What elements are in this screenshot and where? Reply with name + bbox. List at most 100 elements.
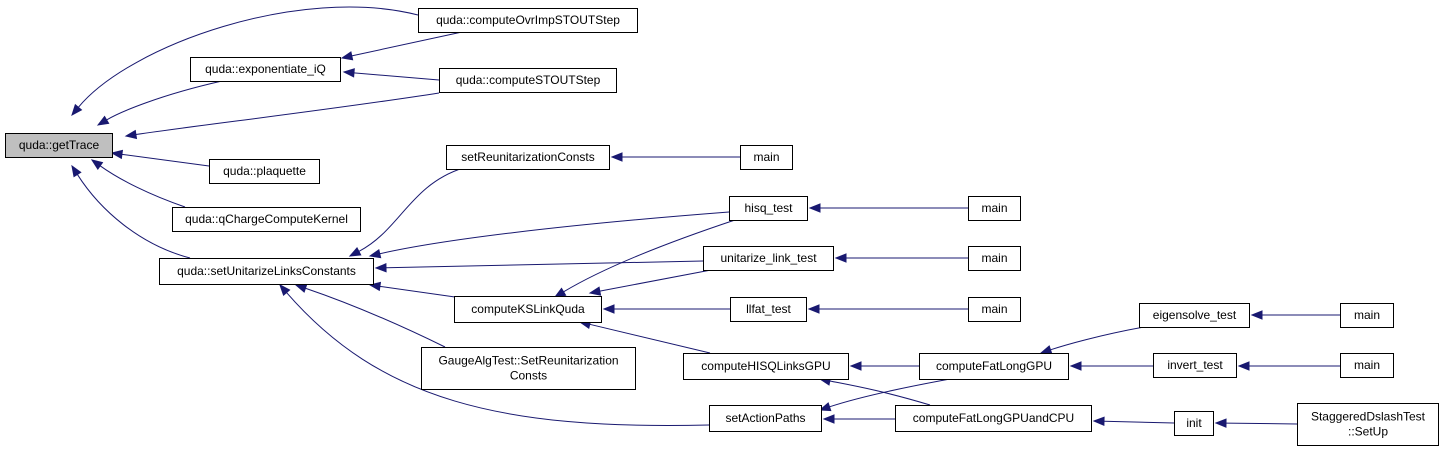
node-label: eigensolve_test [1153,308,1237,322]
edge-line [286,292,710,426]
node-label: main [981,251,1007,265]
node-box [1174,411,1214,436]
node-invert[interactable]: invert_test [1153,353,1237,378]
edge-layer [71,6,1340,428]
edge-setReunit-to-setUnitarize [348,167,464,257]
node-label: computeFatLongGPUandCPU [913,411,1074,425]
node-unitarizeLink[interactable]: unitarize_link_test [703,246,834,271]
node-box [421,347,636,390]
node-label: main [981,302,1007,316]
node-label: setActionPaths [725,411,805,425]
node-init[interactable]: init [1174,411,1214,436]
node-main2[interactable]: main [968,196,1021,221]
edge-gaugeAlg-to-setUnitarize [294,283,446,348]
node-box [172,207,361,232]
edge-line [1103,420,1175,424]
node-staggered[interactable]: StaggeredDslashTest::SetUp [1297,403,1439,446]
edge-line [379,211,730,255]
edge-line [829,378,951,408]
node-setAction[interactable]: setActionPaths [709,405,822,432]
edge-main1-to-setReunit [610,152,740,162]
node-getTrace[interactable]: quda::getTrace [5,133,113,158]
node-box [454,296,602,323]
arrowhead-icon [110,149,124,160]
node-exponentiate[interactable]: quda::exponentiate_iQ [190,57,341,82]
node-box [439,68,617,93]
node-box [209,159,320,184]
node-label: main [1354,358,1380,372]
node-box [683,353,849,380]
node-label: main [981,201,1007,215]
arrowhead-icon [1092,416,1105,426]
edge-line [77,6,419,108]
node-box [1139,303,1250,328]
node-label: quda::plaquette [223,164,306,178]
node-box [1340,353,1394,378]
edge-init-to-computeFatLongCPU [1092,416,1175,426]
arrowhead-icon [1039,345,1053,355]
arrowhead-icon [834,253,847,263]
node-hisq[interactable]: hisq_test [729,196,808,221]
node-box [895,405,1092,432]
node-main3[interactable]: main [968,246,1021,271]
arrowhead-icon [342,68,355,78]
edge-staggered-to-init [1214,418,1298,428]
node-main4[interactable]: main [968,297,1021,322]
arrowhead-icon [807,304,820,314]
node-main5[interactable]: main [1340,303,1394,328]
arrowhead-icon [294,283,308,293]
edge-main5-to-eigensolve [1250,310,1340,320]
node-main6[interactable]: main [1340,353,1394,378]
edge-main3-to-unitarizeLink [834,253,968,263]
node-box [919,353,1069,380]
node-plaquette[interactable]: quda::plaquette [209,159,320,184]
node-main1[interactable]: main [740,145,793,170]
arrowhead-icon [588,286,602,296]
node-label: Consts [510,369,547,383]
node-label: main [753,150,779,164]
node-computeFatLong[interactable]: computeFatLongGPU [919,353,1069,380]
node-computeOvrImp[interactable]: quda::computeOvrImpSTOUTStep [418,8,638,33]
edge-computeFatLongCPU-to-computeHISQ [818,376,931,406]
arrowhead-icon [610,152,623,162]
edge-qCharge-to-getTrace [90,159,186,208]
node-label: StaggeredDslashTest [1311,410,1426,424]
node-llfat[interactable]: llfat_test [730,297,807,322]
edge-main6-to-invert [1237,361,1340,371]
node-box [159,258,374,285]
edge-line [1225,422,1298,425]
edge-computeSTOUT-to-exponentiate [342,68,440,81]
edge-line [305,287,446,348]
edge-line [99,165,186,208]
arrowhead-icon [1069,361,1082,371]
edge-line [829,380,931,406]
node-box [729,196,808,221]
arrowhead-icon [348,246,362,257]
node-label: invert_test [1167,358,1223,372]
node-setUnitarize[interactable]: quda::setUnitarizeLinksConstants [159,258,374,285]
node-label: main [1354,308,1380,322]
arrowhead-icon [1250,310,1263,320]
node-box [968,196,1021,221]
node-box [1297,403,1439,446]
node-eigensolve[interactable]: eigensolve_test [1139,303,1250,328]
node-box [418,8,638,33]
edge-llfat-to-computeKS [602,304,730,314]
node-computeSTOUT[interactable]: quda::computeSTOUTStep [439,68,617,93]
node-box [446,145,610,170]
edge-line [589,323,711,354]
node-label: quda::computeSTOUTStep [456,73,601,87]
node-computeHISQ[interactable]: computeHISQLinksGPU [683,353,849,380]
node-computeFatLongCPU[interactable]: computeFatLongGPUandCPU [895,405,1092,432]
node-qCharge[interactable]: quda::qChargeComputeKernel [172,207,361,232]
arrowhead-icon [818,402,832,412]
edge-main2-to-hisq [808,203,968,213]
edge-line [351,31,463,57]
node-computeKS[interactable]: computeKSLinkQuda [454,296,602,323]
edge-line [121,153,210,167]
edge-hisq-to-setUnitarize [368,211,730,259]
node-setReunit[interactable]: setReunitarizationConsts [446,145,610,170]
edge-line [358,167,464,252]
